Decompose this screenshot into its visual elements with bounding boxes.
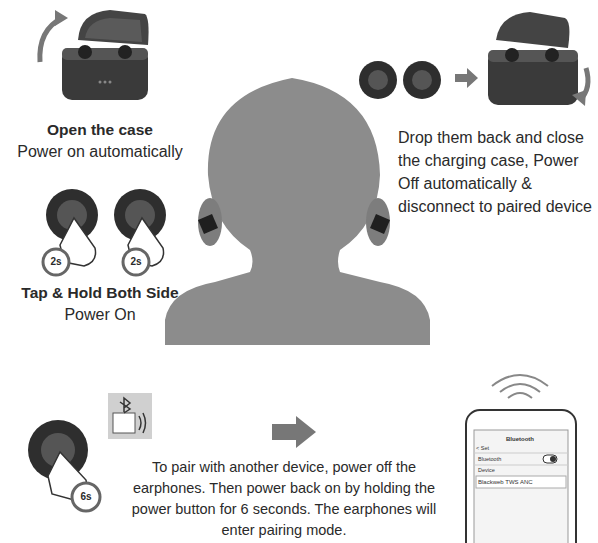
head-silhouette [165,78,430,345]
earbuds-return [488,50,578,62]
charging-case [78,45,92,59]
earbuds-return [488,50,578,105]
bluetooth-icon [108,393,152,439]
wifi-signal [492,375,548,386]
earbuds-return [496,12,569,48]
earbuds-return [412,70,432,90]
charging-case [85,18,142,42]
phone [466,410,576,543]
earbuds-return [505,48,519,62]
wifi-signal [492,375,548,398]
wifi-signal [500,384,540,392]
duration-badge: 2s [124,255,148,269]
earbud-tap [123,249,149,275]
earbud-tap [43,249,69,275]
phone-text: Bluetooth [478,456,528,463]
duration-badge: 2s [44,255,68,269]
phone-text: Device [478,467,528,474]
head-silhouette [198,214,218,234]
earbuds-return [368,70,388,90]
duration-badge: 6s [74,490,98,504]
phone [474,465,568,466]
phone [474,430,568,543]
charging-case [62,48,148,100]
phone [550,456,556,462]
earbuds-return [359,12,588,106]
phone [474,453,568,454]
phone [476,476,566,488]
charging-case [118,45,132,59]
charging-case [99,81,102,84]
earbud-hold [72,483,100,511]
earbuds-return [572,90,586,106]
earbuds-return [359,61,397,99]
charging-case [40,18,62,62]
earbuds-return [403,61,441,99]
head-silhouette [366,198,390,246]
step-text: To pair with another device, power off t… [124,457,444,541]
phone [543,455,557,463]
charging-case [109,81,112,84]
charging-case [55,10,68,26]
earbuds-return [455,68,478,88]
step-heading: Open the case [20,120,180,139]
step-text: Power on automatically [2,142,198,162]
head-silhouette [370,214,390,234]
charging-case [104,81,107,84]
bluetooth-icon [108,393,152,439]
bluetooth-icon [113,413,135,433]
head-silhouette [165,78,430,345]
bluetooth-icon [120,398,130,413]
phone [466,410,576,543]
charging-case [40,10,149,100]
step-text: Drop them back and close the charging ca… [398,126,596,218]
phone-text: Blackweb TWS ANC [478,478,564,486]
wifi-signal [508,393,532,398]
earbud-hold [28,420,100,511]
head-silhouette [198,198,222,246]
bluetooth-icon [139,413,146,433]
earbud-tap [43,189,166,275]
earbuds-return [545,48,559,62]
step-text: Power On [20,305,180,325]
phone-text: < Set [476,445,516,452]
step-arrow [272,416,316,448]
step-heading: Tap & Hold Both Side [4,283,196,302]
charging-case [78,10,149,45]
charging-case [62,48,148,60]
phone-text: Bluetooth [495,436,545,443]
